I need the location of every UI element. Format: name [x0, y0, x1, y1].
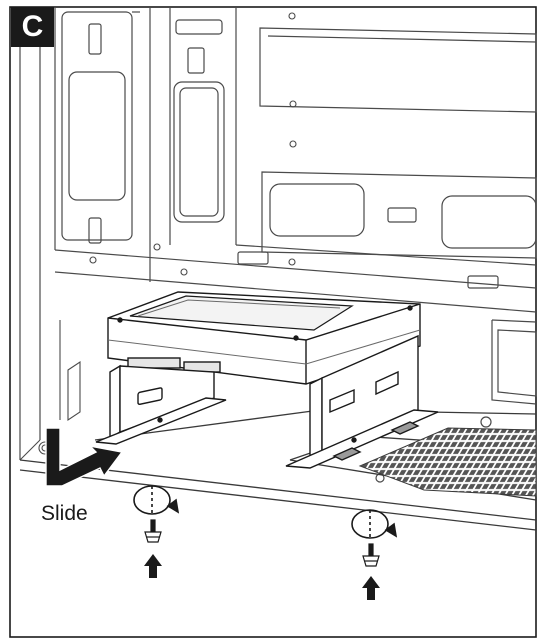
step-label-badge: C: [11, 7, 54, 47]
screw-icon-right: [362, 543, 380, 567]
chassis-left-slots: [19, 320, 81, 461]
chassis-upper: [19, 7, 537, 460]
screw-icon-left: [144, 519, 162, 543]
chassis-rivets: [38, 12, 297, 455]
slide-arrow: [45, 427, 124, 487]
arrow-up-icon-right: [362, 576, 380, 600]
drive-bracket: [95, 334, 439, 469]
rotate-clockwise-icon-right: [351, 509, 398, 539]
chassis-rail: [54, 249, 537, 313]
slide-label: Slide: [41, 502, 88, 525]
chassis-right-bay: [375, 319, 537, 483]
hard-drive: [107, 291, 421, 385]
arrow-up-icon-left: [144, 554, 162, 578]
vent-grille: [358, 427, 537, 497]
rotate-clockwise-icon-left: [133, 485, 180, 515]
